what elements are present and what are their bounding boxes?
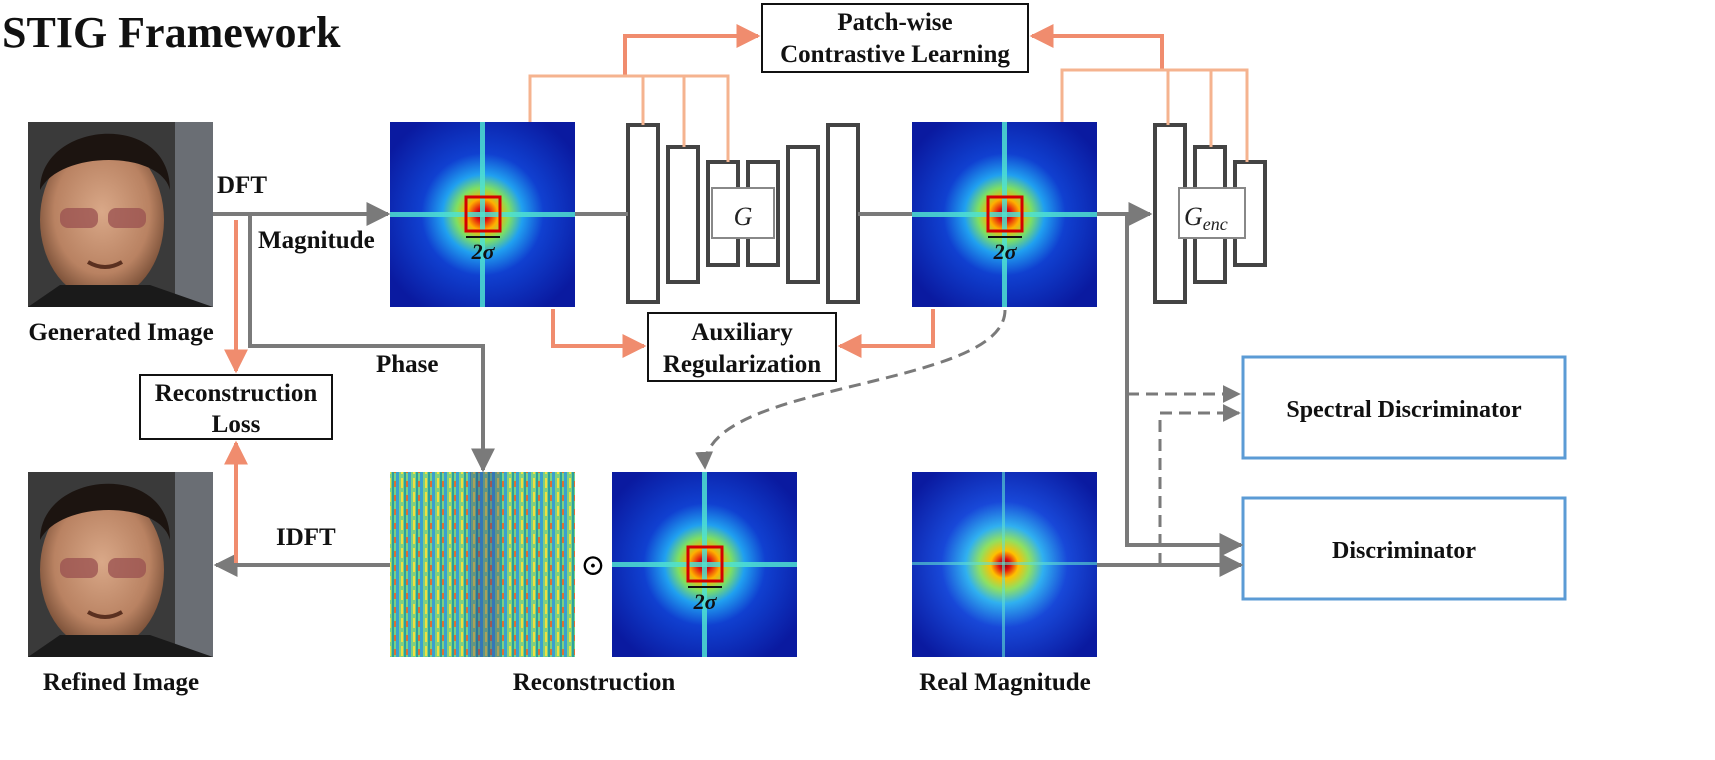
patch-contrastive-line1: Patch-wise [837,9,952,36]
phase-label: Phase [376,351,439,378]
reconstruction-magnitude-spectrum [612,472,797,657]
input-magnitude-spectrum [390,122,575,307]
generated-image-label: Generated Image [28,319,213,346]
reconstruction-loss-box [139,374,333,440]
aux-regularization-line1: Auxiliary [691,319,793,346]
crop-box [686,545,724,583]
phase-map [390,472,575,657]
generated-image [28,122,213,307]
output-magnitude-spectrum [912,122,1097,307]
page-title: STIG Framework [2,8,341,57]
patch-contrastive-box [761,3,1029,73]
idft-label: IDFT [276,524,336,551]
real-magnitude-spectrum [912,472,1097,657]
sigma-label-2: 2σ [993,239,1018,264]
refined-image [28,472,213,657]
generator-encoder [1153,123,1267,304]
generator-encoder-label: Genc [1184,202,1228,234]
sigma-label-3: 2σ [693,589,718,614]
crop-box [464,195,502,233]
aux-regularization-line2: Regularization [663,351,821,378]
crop-box [986,195,1024,233]
gray-dashed-lines [695,309,1241,565]
reconstruction-loss-line1: Reconstruction [155,380,318,407]
real-magnitude-label: Real Magnitude [919,669,1091,696]
spectral-discriminator-box [1241,355,1567,460]
generator-g-label: G [734,202,753,231]
orange-flow-lines [224,24,1164,563]
orange-tap-lines [528,68,1249,162]
reconstruction-loss-line2: Loss [212,411,261,438]
patch-contrastive-line2: Contrastive Learning [780,41,1010,68]
discriminator-box [1241,496,1567,601]
magnitude-label: Magnitude [258,227,375,254]
discriminator-label: Discriminator [1332,538,1476,564]
spectral-discriminator-label: Spectral Discriminator [1286,397,1522,423]
sigma-label-1: 2σ [471,239,496,264]
reconstruction-label: Reconstruction [513,669,676,696]
dft-label: DFT [217,172,267,199]
refined-image-label: Refined Image [43,669,199,696]
aux-regularization-box [647,312,837,382]
hadamard-product-icon: ⊙ [580,549,605,582]
gray-flow-lines [213,202,1244,577]
